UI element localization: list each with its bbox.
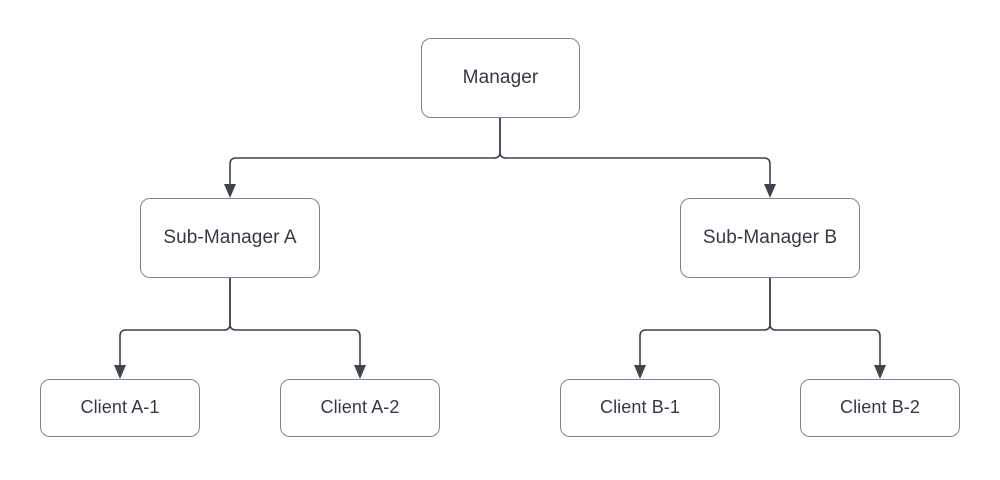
e-sub-b-client-b1 [634,278,771,379]
node-label: Sub-Manager A [163,226,297,248]
node-label: Manager [462,66,539,88]
edge-line [229,118,501,184]
node-label: Sub-Manager B [702,226,838,248]
node-label: Client A-2 [320,397,400,418]
node-client-b2[interactable]: Client B-2 [800,379,960,437]
node-client-a1[interactable]: Client A-1 [40,379,200,437]
node-label: Client B-2 [839,397,921,418]
node-sub-b[interactable]: Sub-Manager B [680,198,860,278]
arrowhead-icon [764,184,776,198]
node-sub-a[interactable]: Sub-Manager A [140,198,320,278]
edge-line [499,118,771,184]
e-sub-a-client-a1 [114,278,231,379]
arrowhead-icon [874,365,886,379]
arrowhead-icon [354,365,366,379]
e-sub-a-client-a2 [229,278,366,379]
edge-line [119,278,231,365]
e-sub-b-client-b2 [769,278,886,379]
node-label: Client B-1 [599,397,681,418]
edge-line [639,278,771,365]
node-client-a2[interactable]: Client A-2 [280,379,440,437]
node-manager[interactable]: Manager [421,38,580,118]
e-manager-sub-b [499,118,776,198]
node-client-b1[interactable]: Client B-1 [560,379,720,437]
edge-line [229,278,361,365]
arrowhead-icon [634,365,646,379]
node-label: Client A-1 [80,397,160,418]
e-manager-sub-a [224,118,501,198]
edge-line [769,278,881,365]
arrowhead-icon [114,365,126,379]
arrowhead-icon [224,184,236,198]
